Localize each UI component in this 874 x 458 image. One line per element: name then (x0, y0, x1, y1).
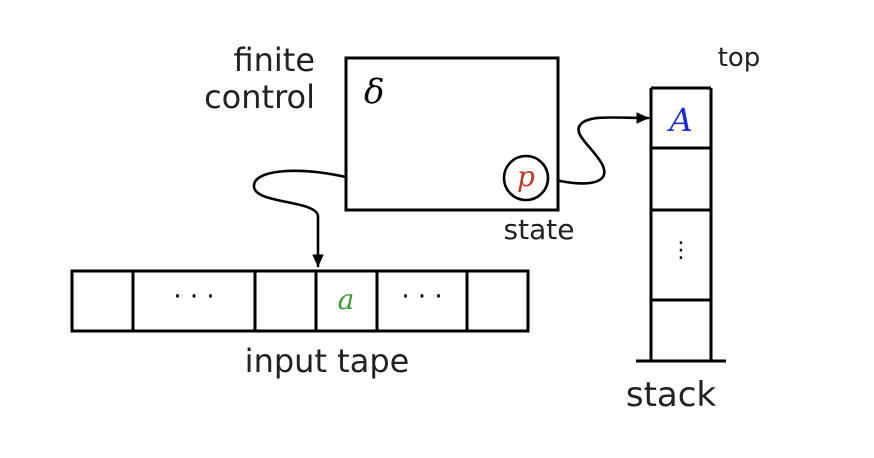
stack-vertical-ellipsis: ⋮ (670, 238, 692, 263)
finite-control: finite control δ p state (204, 41, 574, 246)
state-label: state (504, 213, 575, 246)
input-tape: · · · a · · · input tape (70, 269, 530, 380)
tape-current-symbol: a (338, 283, 355, 316)
input-tape-label: input tape (245, 342, 410, 380)
state-symbol: p (517, 160, 535, 193)
finite-control-box (344, 56, 560, 212)
transition-function-symbol: δ (364, 72, 384, 112)
stack-top-symbol: A (666, 101, 692, 139)
tape-outline (70, 269, 530, 333)
stack-label: stack (626, 375, 717, 415)
stack-top-label: top (718, 43, 761, 73)
tape-ellipsis-left: · · · (173, 282, 214, 312)
state-circle (502, 154, 550, 202)
finite-control-label-line2: control (204, 78, 315, 116)
stack: top A ⋮ stack (626, 43, 760, 415)
tape-head-arrow (252, 169, 348, 268)
finite-control-label-line1: finite (233, 41, 315, 79)
tape-ellipsis-right: · · · (401, 282, 442, 312)
stack-top-arrow (558, 112, 650, 185)
